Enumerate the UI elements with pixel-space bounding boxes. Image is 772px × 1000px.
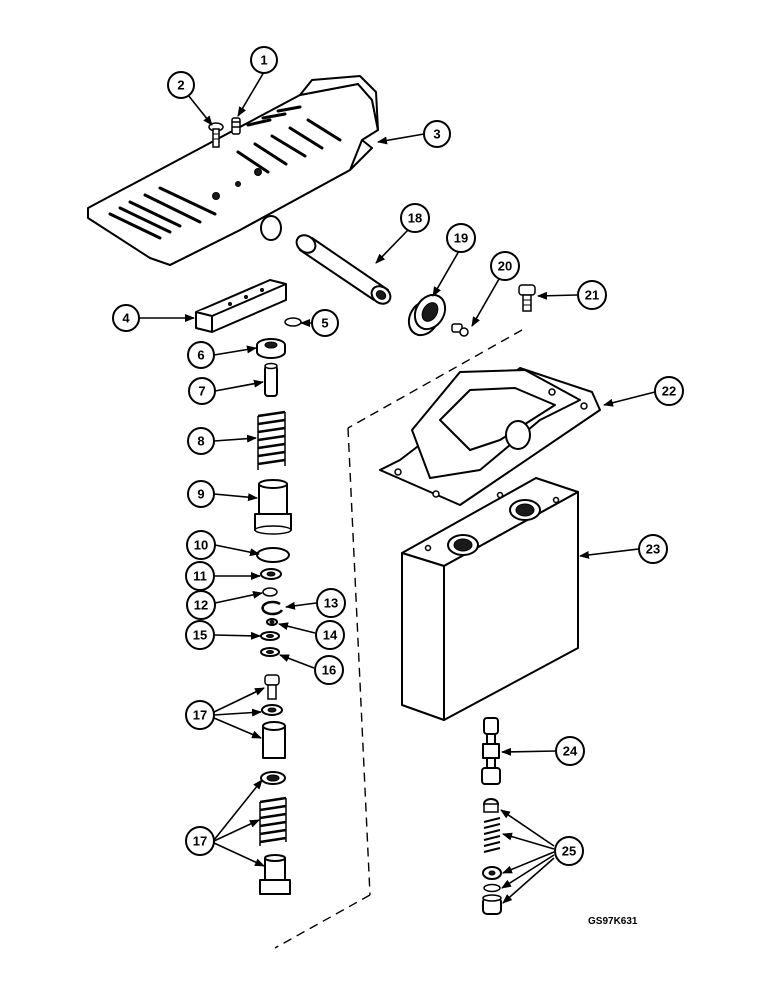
piston-17 bbox=[259, 854, 291, 895]
callout-25: 25 bbox=[554, 836, 584, 866]
callout-18: 18 bbox=[400, 203, 430, 233]
svg-text:14: 14 bbox=[323, 628, 338, 643]
callout-4: 4 bbox=[112, 304, 140, 332]
callout-3: 3 bbox=[423, 120, 451, 148]
svg-text:20: 20 bbox=[498, 259, 512, 274]
grease-fitting bbox=[451, 323, 469, 337]
callout-2: 2 bbox=[167, 71, 195, 99]
svg-text:23: 23 bbox=[646, 542, 660, 557]
svg-text:17: 17 bbox=[193, 834, 207, 849]
housing-cover bbox=[379, 367, 601, 506]
callout-12: 12 bbox=[186, 590, 216, 620]
callout-17-lower: 17 bbox=[185, 826, 215, 856]
callout-1: 1 bbox=[250, 46, 278, 74]
alignment-lines bbox=[274, 329, 523, 949]
seat-25 bbox=[482, 866, 502, 880]
svg-text:13: 13 bbox=[324, 596, 338, 611]
flange-bushing bbox=[407, 293, 447, 337]
svg-text:21: 21 bbox=[585, 288, 599, 303]
o-ring-small bbox=[284, 317, 302, 327]
callout-14: 14 bbox=[315, 620, 345, 650]
svg-text:1: 1 bbox=[260, 53, 267, 68]
svg-text:3: 3 bbox=[433, 127, 440, 142]
spring-25 bbox=[483, 817, 501, 853]
plunger bbox=[264, 362, 278, 397]
valve-block bbox=[401, 477, 579, 721]
svg-text:16: 16 bbox=[322, 663, 336, 678]
svg-text:4: 4 bbox=[122, 311, 130, 326]
nut-17 bbox=[261, 704, 283, 716]
svg-text:25: 25 bbox=[562, 844, 576, 859]
sleeve-17 bbox=[262, 721, 286, 759]
washer-11 bbox=[260, 568, 282, 580]
o-ring-25 bbox=[483, 883, 501, 893]
adjuster-screw bbox=[264, 674, 280, 700]
callout-11: 11 bbox=[185, 561, 215, 591]
svg-text:18: 18 bbox=[408, 211, 422, 226]
callout-6: 6 bbox=[187, 341, 215, 369]
callout-24: 24 bbox=[555, 736, 585, 766]
drawing-reference-code: GS97K631 bbox=[588, 916, 638, 927]
plug-25 bbox=[482, 894, 502, 915]
o-ring-12 bbox=[262, 587, 278, 597]
callout-22: 22 bbox=[654, 376, 684, 406]
leader-lines bbox=[139, 71, 656, 904]
block-bar bbox=[195, 279, 287, 333]
svg-text:6: 6 bbox=[197, 348, 204, 363]
callout-5: 5 bbox=[311, 309, 339, 337]
callout-9: 9 bbox=[187, 480, 215, 508]
callout-8: 8 bbox=[187, 427, 215, 455]
svg-text:22: 22 bbox=[662, 384, 676, 399]
callout-7: 7 bbox=[188, 377, 216, 405]
washer-17 bbox=[260, 771, 286, 785]
cap-screw bbox=[518, 284, 536, 312]
svg-text:2: 2 bbox=[177, 78, 184, 93]
spring-seat bbox=[256, 338, 286, 359]
svg-text:10: 10 bbox=[194, 538, 208, 553]
guide-sleeve bbox=[254, 479, 292, 535]
callout-21: 21 bbox=[577, 280, 607, 310]
seal-ring bbox=[256, 547, 290, 563]
coil-spring-lower bbox=[259, 796, 287, 846]
washer-14 bbox=[266, 618, 278, 626]
callout-20: 20 bbox=[490, 251, 520, 281]
svg-text:9: 9 bbox=[197, 487, 204, 502]
callout-19: 19 bbox=[446, 223, 476, 253]
svg-text:7: 7 bbox=[198, 384, 205, 399]
callout-17-upper: 17 bbox=[185, 700, 215, 730]
svg-text:5: 5 bbox=[321, 316, 328, 331]
callout-23: 23 bbox=[638, 534, 668, 564]
svg-text:12: 12 bbox=[194, 598, 208, 613]
pivot-tube bbox=[295, 234, 392, 305]
svg-text:8: 8 bbox=[197, 434, 204, 449]
spool-24 bbox=[481, 717, 501, 785]
callout-10: 10 bbox=[186, 530, 216, 560]
svg-text:17: 17 bbox=[193, 708, 207, 723]
set-screw bbox=[231, 117, 241, 135]
callout-16: 16 bbox=[314, 655, 344, 685]
svg-text:11: 11 bbox=[193, 569, 207, 584]
svg-text:24: 24 bbox=[563, 744, 578, 759]
pedal-plate bbox=[87, 75, 379, 266]
callout-15: 15 bbox=[185, 620, 215, 650]
svg-text:19: 19 bbox=[454, 231, 468, 246]
cap-25 bbox=[483, 798, 499, 813]
svg-text:15: 15 bbox=[193, 628, 207, 643]
snap-ring bbox=[261, 600, 284, 616]
callout-13: 13 bbox=[316, 588, 346, 618]
washer-15 bbox=[260, 631, 280, 641]
coil-spring-upper bbox=[257, 410, 286, 470]
washer-16 bbox=[260, 647, 280, 657]
